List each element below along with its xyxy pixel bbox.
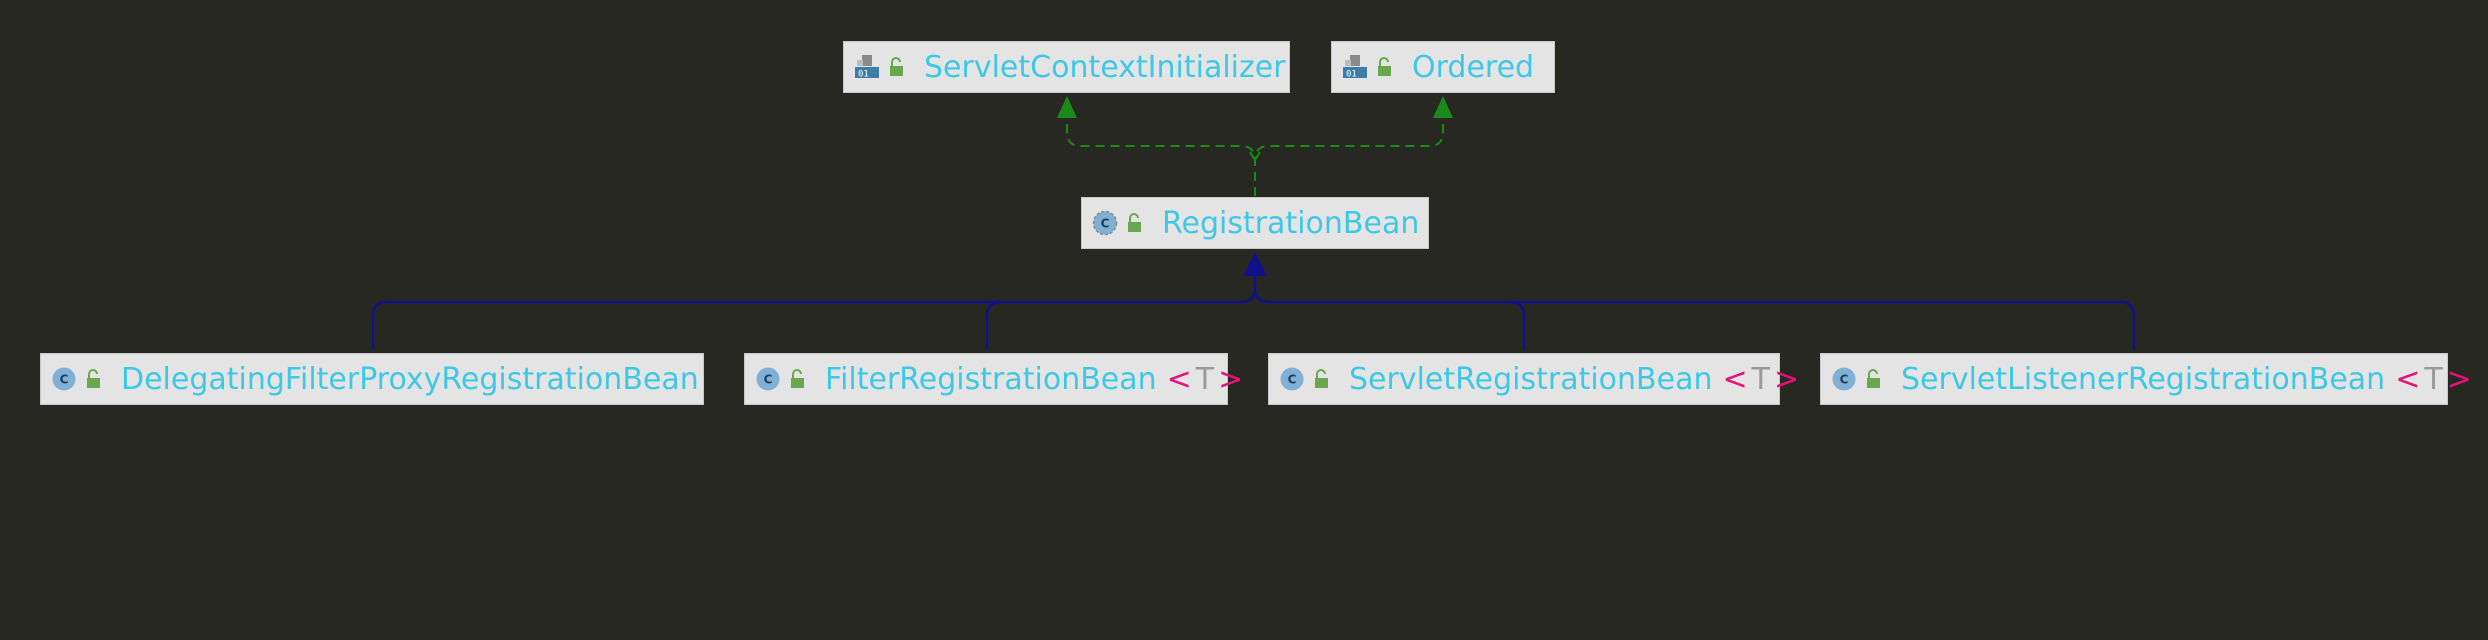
svg-text:C: C [764,373,773,387]
abstract-class-icon: C [1092,210,1118,236]
public-lock-icon [789,368,807,390]
public-lock-icon [85,368,103,390]
class-icon: C [1279,366,1305,392]
class-name: DelegatingFilterProxyRegistrationBean [121,361,699,397]
edge-filterregistration-to-registrationbean [985,300,1002,350]
generic-type-parameter: <T> [2395,361,2472,397]
implements-edges [1066,112,1444,196]
implements-junction-mark [1249,151,1261,162]
edge-registrationbean-to-ordered [1254,112,1444,196]
class-icon: C [755,366,781,392]
node-servlet-listener-registration-bean[interactable]: C ServletListenerRegistrationBean <T> [1820,353,2472,405]
node-servlet-registration-bean[interactable]: C ServletRegistrationBean <T> [1268,353,1799,405]
interface-icon: 01 [1342,54,1368,80]
implements-arrowhead-servletcontextinitializer [1057,96,1077,118]
class-icon: C [1831,366,1857,392]
class-name: Ordered [1412,49,1535,85]
edge-servletlistener-to-registrationbean [1253,287,2136,350]
public-lock-icon [1313,368,1331,390]
class-name: ServletListenerRegistrationBean [1901,361,2386,397]
svg-text:C: C [60,373,69,387]
class-name: ServletContextInitializer [924,49,1286,85]
generic-type-parameter: <T> [1166,361,1244,397]
node-delegating-filter-proxy-registration-bean[interactable]: C DelegatingFilterProxyRegistrationBean [40,353,704,405]
public-lock-icon [1865,368,1883,390]
class-name: ServletRegistrationBean [1349,361,1713,397]
node-registration-bean[interactable]: C RegistrationBean [1081,197,1429,249]
extends-arrowhead-registrationbean [1243,252,1267,276]
public-lock-icon [1126,212,1144,234]
edge-servletregistration-to-registrationbean [1509,300,1526,350]
edge-delegatingfilter-to-registrationbean [371,270,1257,350]
node-servlet-context-initializer[interactable]: 01 ServletContextInitializer [843,41,1290,93]
class-name: RegistrationBean [1162,205,1420,241]
interface-icon: 01 [854,54,880,80]
svg-text:01: 01 [1346,70,1357,80]
public-lock-icon [888,56,906,78]
extends-edges [371,270,2136,350]
svg-text:C: C [1288,373,1297,387]
public-lock-icon [1376,56,1394,78]
implements-arrowhead-ordered [1433,96,1453,118]
svg-text:C: C [1840,373,1849,387]
edge-registrationbean-to-servletcontextinitializer [1066,112,1256,196]
class-icon: C [51,366,77,392]
svg-text:C: C [1101,217,1110,231]
node-filter-registration-bean[interactable]: C FilterRegistrationBean <T> [744,353,1243,405]
svg-text:01: 01 [858,70,869,80]
node-ordered[interactable]: 01 Ordered [1331,41,1555,93]
generic-type-parameter: <T> [1722,361,1800,397]
class-name: FilterRegistrationBean [825,361,1157,397]
